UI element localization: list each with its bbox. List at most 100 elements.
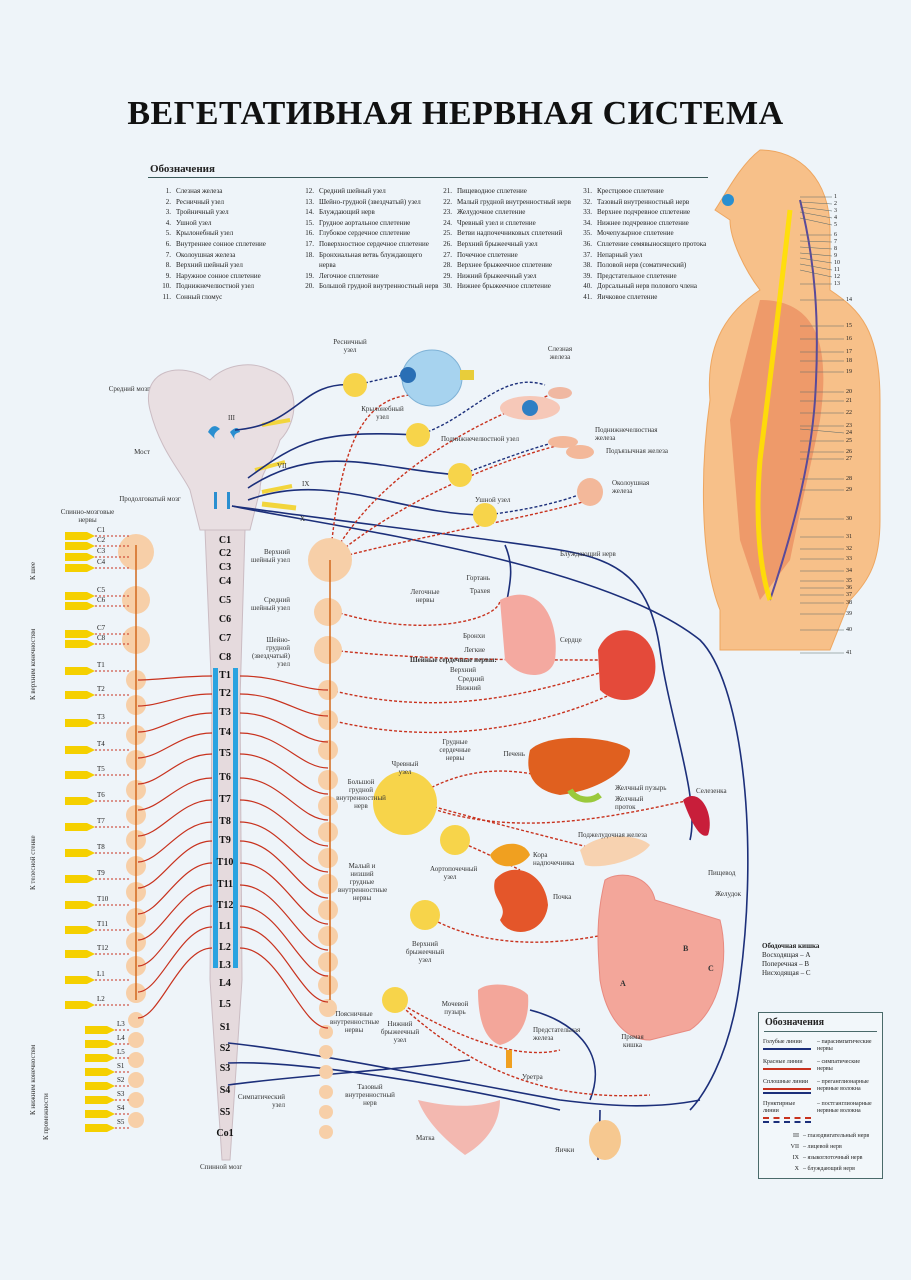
body-number-label: 36 [846, 585, 852, 591]
label-cervicothoracic-ganglion: Шейно-грудной (звездчатый) узел [251, 636, 290, 668]
legend-item-number: 18. [305, 250, 314, 259]
spinal-segment-label: S2 [219, 1043, 231, 1054]
body-number-label: 16 [846, 336, 852, 342]
label-pulmonary-nerves: Легочные нервы [410, 588, 440, 604]
body-number-leader [799, 211, 833, 219]
sympathetic-chain-ganglion [319, 1105, 333, 1119]
sympathetic-chain-ganglion [318, 952, 338, 972]
legend-item-number: 36. [583, 239, 592, 248]
spinal-nerve-label: C7 [97, 624, 106, 632]
legend-item-number: 15. [305, 218, 314, 227]
submandibular-gland-shape [548, 436, 578, 448]
organs [400, 349, 725, 1160]
spinal-segment-label: Co1 [216, 1128, 234, 1139]
sympathetic-chain-ganglion [318, 796, 338, 816]
region-perineum: К промежности [42, 1093, 50, 1140]
label-cardiac-middle: Средний [458, 675, 484, 683]
left-chain-ganglion [128, 1012, 144, 1028]
spinal-nerve-label: C5 [97, 586, 106, 594]
label-midbrain: Средний мозг [108, 385, 150, 393]
heart-shape [598, 630, 656, 700]
uterus-shape [418, 1100, 500, 1155]
para-pelvic-s4 [227, 1059, 471, 1086]
legend-item-number: 14. [305, 208, 314, 217]
legend-item-text: Чревный узел и сплетение [457, 218, 536, 227]
key-divider [764, 1031, 877, 1032]
colon-legend-descending: Нисходящая – C [762, 969, 811, 977]
symp-post-eye [329, 394, 411, 561]
colon-legend: Ободочная кишка Восходящая – A Поперечна… [762, 942, 819, 978]
body-number-label: 13 [834, 281, 840, 287]
spinal-segment-label: T7 [219, 794, 231, 805]
legend-item-text: Малый грудной внутренностный нерв [457, 197, 571, 206]
spinal-nerve-terminal-icon [65, 875, 95, 883]
label-pelvic-splanchnic: Тазовый внутренностный нерв [345, 1083, 395, 1107]
spinal-nerve-terminal-icon [65, 849, 95, 857]
preganglionic-fiber-left [137, 799, 213, 837]
spinal-nerve-terminal-icon [65, 797, 95, 805]
label-kidney: Почка [553, 893, 572, 901]
legend-item: 6.Внутреннее сонное сплетение [157, 239, 296, 250]
body-number-label: 9 [834, 253, 837, 259]
legend-item: 25.Ветви надпочечниковых сплетений [438, 228, 577, 239]
sublingual-gland-shape [566, 445, 594, 459]
label-otic-ganglion: Ушной узел [475, 496, 511, 504]
legend-item: 21.Пищеводное сплетение [438, 186, 577, 197]
label-prostate: Предстательная железа [533, 1026, 581, 1042]
spinal-segment-label: T5 [219, 748, 231, 759]
para-post-submand [459, 439, 566, 476]
otic-ganglion [473, 503, 497, 527]
body-number-leader [799, 252, 833, 257]
para-vagus-abdomen [231, 505, 749, 1111]
legend-item: 17.Поверхностное сердечное сплетение [300, 239, 439, 250]
legend-item-number: 12. [305, 187, 314, 195]
legend-item: 40.Дорсальный нерв полового члена [578, 281, 717, 292]
kidney-shape [494, 869, 548, 932]
legend-item-text: Глубокое сердечное сплетение [319, 229, 411, 238]
legend-item-text: Крылонебный узел [176, 229, 234, 238]
spinal-nerve-label: T11 [97, 920, 109, 928]
label-vagus: Блуждающий нерв [560, 550, 616, 558]
left-chain-ganglion [128, 1052, 144, 1068]
key-cranial-desc: – языкоглоточный нерв [803, 1155, 863, 1161]
label-cn7: VII [277, 462, 287, 470]
legend-item-text: Предстательное сплетение [597, 271, 677, 280]
body-number-label: 34 [846, 568, 852, 574]
preganglionic-fiber-right [239, 753, 329, 795]
body-number-label: 20 [846, 389, 852, 395]
legend-item-number: 26. [443, 239, 452, 248]
label-bile-duct: Желчный проток [615, 795, 644, 811]
para-post-lacrimal [417, 381, 546, 436]
label-parotid-gland: Околоушная железа [612, 479, 650, 495]
preganglionic-fiber-left [137, 926, 213, 993]
body-number-label: 2 [834, 201, 837, 207]
key-cranial-code: III [793, 1133, 799, 1139]
spinal-nerve-terminal-icon [65, 640, 95, 648]
legend-item: 36.Сплетение семявыносящего протока [578, 239, 717, 250]
spinal-nerve-terminal-icon [65, 542, 95, 550]
sympathetic-chain-ganglion [319, 1065, 333, 1079]
spinal-segment-label: L5 [219, 999, 231, 1010]
label-spinal-nerves: Спинно-мозговые нервы [60, 508, 115, 524]
body-number-label: 10 [834, 260, 840, 266]
body-number-label: 8 [834, 246, 837, 252]
spinal-nerve-terminal-icon [85, 1082, 115, 1090]
label-middle-cervical-ganglion: Средний шейный узел [250, 596, 290, 612]
legend-item-number: 24. [443, 218, 452, 227]
spinal-segment-label: L1 [219, 921, 231, 932]
spinal-nerve-terminal-icon [65, 564, 95, 572]
preganglionic-fiber-right [239, 947, 329, 1029]
legend-item: 13.Шейно-грудной (звездчатый) узел [300, 197, 439, 208]
legend-item-text: Блуждающий нерв [319, 208, 375, 217]
preganglionic-fiber-left [137, 777, 213, 811]
body-number-leader [799, 217, 833, 226]
testes-shape [589, 1120, 621, 1160]
label-spleen: Селезенка [696, 787, 727, 795]
spinal-nerve-label: T3 [97, 713, 105, 721]
spleen-shape [683, 795, 710, 836]
spinal-segment-label: T1 [219, 670, 231, 681]
label-rectum: Прямая кишка [621, 1033, 644, 1049]
legend-item-text: Ушной узел [176, 218, 212, 227]
body-figure [702, 149, 881, 651]
